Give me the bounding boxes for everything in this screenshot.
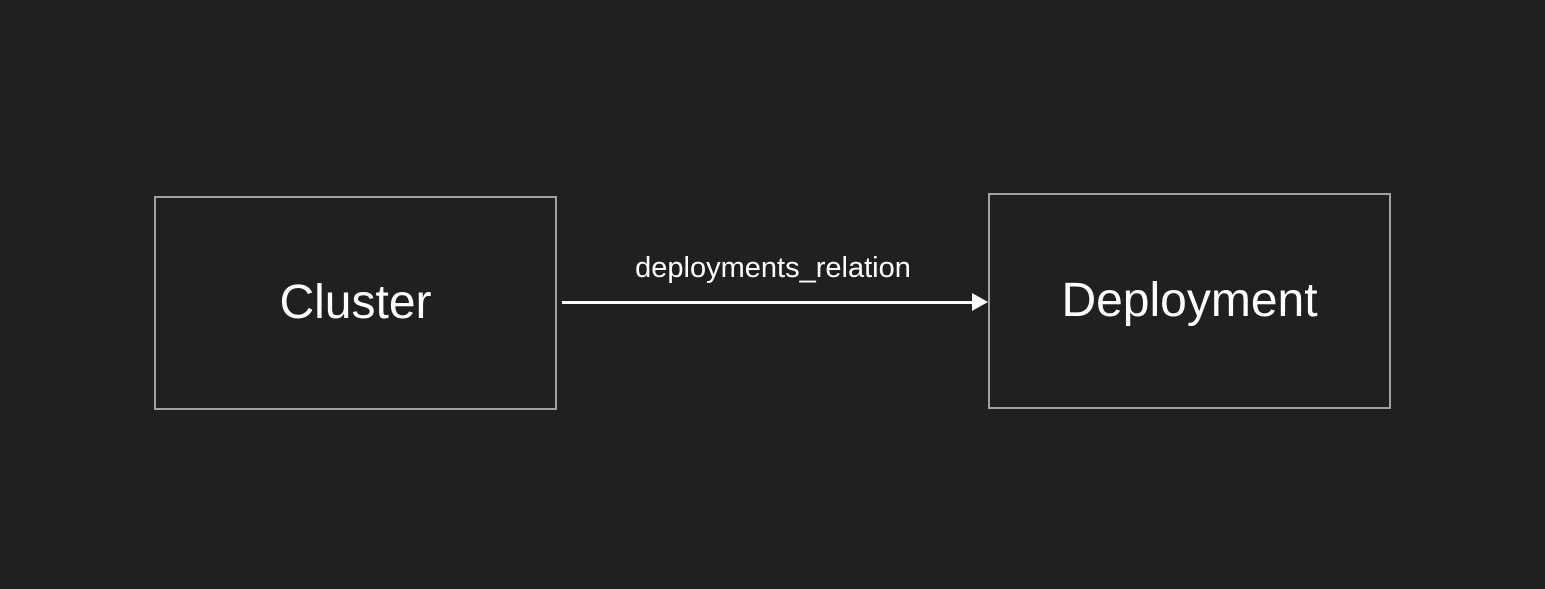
node-cluster: Cluster	[154, 196, 557, 410]
edge-line	[562, 301, 974, 304]
node-deployment: Deployment	[988, 193, 1391, 409]
node-cluster-label: Cluster	[279, 276, 432, 329]
edge-label: deployments_relation	[635, 252, 911, 284]
edge-arrowhead-icon	[972, 293, 988, 311]
node-deployment-label: Deployment	[1061, 274, 1318, 327]
